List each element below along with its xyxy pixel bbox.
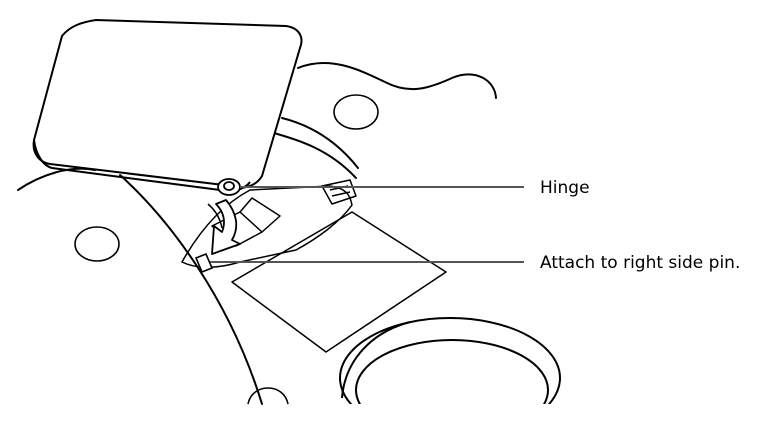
lid-shape <box>32 19 303 189</box>
body-ridge <box>269 131 357 179</box>
body-right-contour <box>119 174 263 405</box>
hinge-knob <box>217 178 241 196</box>
lens-ring <box>339 317 561 404</box>
body-indent-bottom <box>247 387 289 405</box>
body-indent-upper <box>333 94 379 130</box>
body-indent-left <box>74 226 120 262</box>
label-plate <box>231 211 447 353</box>
lid <box>32 19 303 192</box>
callout-hinge-label: Hinge <box>540 178 590 198</box>
body-top-contour <box>297 62 497 99</box>
callout-pin-label: Attach to right side pin. <box>540 253 740 273</box>
body-ridge-2 <box>281 117 359 169</box>
motion-arrow <box>211 199 241 255</box>
callout-hinge: Hinge <box>240 178 590 198</box>
callout-pin: Attach to right side pin. <box>210 253 740 273</box>
compartment-cavity <box>181 179 357 268</box>
right-side-pin <box>194 252 214 274</box>
